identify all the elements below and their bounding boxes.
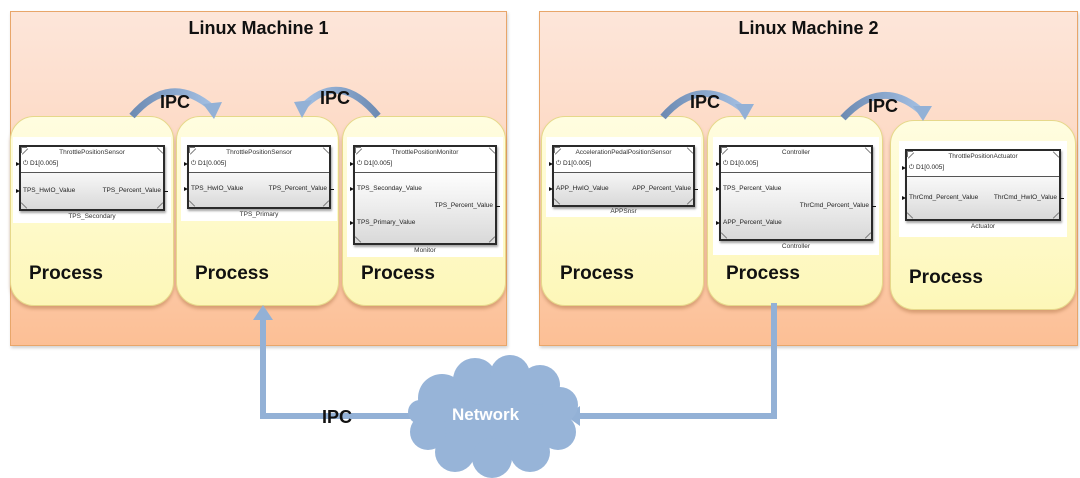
simulink-block-wrapper: ThrottlePositionSensor ⏻ D1[0.005] TPS_H… xyxy=(181,137,337,221)
process-controller[interactable]: Controller ⏻ D1[0.005] TPS_Percent_Value… xyxy=(707,116,883,306)
output-port: APP_Percent_Value xyxy=(632,185,698,192)
block-caption: APPSnsr xyxy=(610,208,637,215)
block-name: ThrottlePositionMonitor xyxy=(391,149,459,156)
input-port: ThrCmd_Percent_Value xyxy=(901,194,979,201)
machine-title: Linux Machine 1 xyxy=(188,18,329,38)
block-name: Controller xyxy=(781,149,811,156)
block-name: ThrottlePositionActuator xyxy=(948,153,1018,160)
corner-mark xyxy=(721,233,727,239)
output-port: ThrCmd_HwIO_Value xyxy=(993,194,1065,201)
network-ipc-label: IPC xyxy=(322,407,353,427)
input-port: TPS_HwIO_Value xyxy=(15,187,76,194)
simulink-block-throttle-position-sensor[interactable]: ThrottlePositionSensor ⏻ D1[0.005] TPS_H… xyxy=(183,145,335,209)
input-port: TPS_Primary_Value xyxy=(349,219,416,226)
block-name: ThrottlePositionSensor xyxy=(226,149,292,156)
corner-mark xyxy=(489,147,495,153)
clock-icon: ⏻ xyxy=(23,160,30,167)
corner-mark xyxy=(157,147,163,153)
simulink-block-acceleration-pedal-position-sensor[interactable]: AccelerationPedalPositionSensor ⏻ D1[0.0… xyxy=(548,145,698,207)
linux-machine-1: Linux Machine 1 ThrottlePositionSensor ⏻… xyxy=(10,11,507,346)
clock-icon: ⏻ xyxy=(723,160,730,167)
simulink-block-wrapper: ThrottlePositionSensor ⏻ D1[0.005] TPS_H… xyxy=(13,137,171,223)
simulink-block-throttle-position-sensor[interactable]: ThrottlePositionSensor ⏻ D1[0.005] TPS_H… xyxy=(15,145,169,211)
corner-mark xyxy=(21,203,27,209)
clock-icon: ⏻ xyxy=(556,160,563,167)
corner-mark xyxy=(1053,151,1059,157)
clock-port: ⏻ D1[0.005] xyxy=(183,160,227,167)
simulink-block-wrapper: ThrottlePositionMonitor ⏻ D1[0.005] TPS_… xyxy=(347,137,503,257)
corner-mark xyxy=(21,147,27,153)
corner-mark xyxy=(323,147,329,153)
corner-mark xyxy=(554,147,560,153)
process-label: Process xyxy=(361,263,435,284)
output-port: TPS_Percent_Value xyxy=(434,202,501,209)
input-port: APP_Percent_Value xyxy=(716,219,782,226)
process-label: Process xyxy=(29,263,103,284)
clock-icon: ⏻ xyxy=(357,160,364,167)
arrowhead-into-cloud xyxy=(566,406,580,426)
simulink-block-wrapper: Controller ⏻ D1[0.005] TPS_Percent_Value… xyxy=(713,137,879,255)
corner-mark xyxy=(189,201,195,207)
ipc-label: IPC xyxy=(690,92,721,112)
clock-port: ⏻ D1[0.005] xyxy=(548,160,592,167)
process-tps-secondary[interactable]: ThrottlePositionSensor ⏻ D1[0.005] TPS_H… xyxy=(10,116,174,306)
output-port: ThrCmd_Percent_Value xyxy=(799,202,877,209)
block-caption: Actuator xyxy=(970,223,996,230)
corner-mark xyxy=(189,147,195,153)
clock-port: ⏻ D1[0.005] xyxy=(715,160,759,167)
process-actuator[interactable]: ThrottlePositionActuator ⏻ D1[0.005] Thr… xyxy=(890,120,1076,310)
simulink-block-throttle-position-actuator[interactable]: ThrottlePositionActuator ⏻ D1[0.005] Thr… xyxy=(901,149,1065,221)
corner-mark xyxy=(157,203,163,209)
block-name: ThrottlePositionSensor xyxy=(59,149,125,156)
clock-port: ⏻ D1[0.005] xyxy=(349,160,393,167)
ipc-label: IPC xyxy=(868,96,899,116)
corner-mark xyxy=(355,237,361,243)
process-app-sensor[interactable]: AccelerationPedalPositionSensor ⏻ D1[0.0… xyxy=(541,116,704,306)
block-caption: TPS_Primary xyxy=(239,211,279,218)
process-label: Process xyxy=(560,263,634,284)
block-name: AccelerationPedalPositionSensor xyxy=(575,149,672,156)
input-port: TPS_HwIO_Value xyxy=(183,185,244,192)
linux-machine-2: Linux Machine 2 AccelerationPedalPositio… xyxy=(539,11,1078,346)
machine-title: Linux Machine 2 xyxy=(738,18,879,38)
corner-mark xyxy=(687,147,693,153)
simulink-block-wrapper: ThrottlePositionActuator ⏻ D1[0.005] Thr… xyxy=(899,141,1067,237)
clock-port: ⏻ D1[0.005] xyxy=(15,160,59,167)
input-port: TPS_Seconday_Value xyxy=(350,185,422,192)
process-monitor[interactable]: ThrottlePositionMonitor ⏻ D1[0.005] TPS_… xyxy=(342,116,506,306)
corner-mark xyxy=(865,233,871,239)
clock-icon: ⏻ xyxy=(191,160,198,167)
process-label: Process xyxy=(909,267,983,288)
block-caption: TPS_Secondary xyxy=(68,213,116,220)
process-label: Process xyxy=(195,263,269,284)
corner-mark xyxy=(1053,213,1059,219)
process-tps-primary[interactable]: ThrottlePositionSensor ⏻ D1[0.005] TPS_H… xyxy=(176,116,339,306)
block-caption: Controller xyxy=(781,243,811,250)
ipc-label: IPC xyxy=(160,92,191,112)
simulink-block-controller[interactable]: Controller ⏻ D1[0.005] TPS_Percent_Value… xyxy=(715,145,877,241)
ipc-label: IPC xyxy=(320,88,351,108)
corner-mark xyxy=(323,201,329,207)
corner-mark xyxy=(687,199,693,205)
process-label: Process xyxy=(726,263,800,284)
clock-port: ⏻ D1[0.005] xyxy=(901,164,945,171)
corner-mark xyxy=(554,199,560,205)
input-port: TPS_Percent_Value xyxy=(715,185,782,192)
simulink-block-wrapper: AccelerationPedalPositionSensor ⏻ D1[0.0… xyxy=(546,137,701,217)
corner-mark xyxy=(907,213,913,219)
input-port: APP_HwIO_Value xyxy=(549,185,609,192)
corner-mark xyxy=(865,147,871,153)
clock-icon: ⏻ xyxy=(909,164,916,171)
corner-mark xyxy=(721,147,727,153)
corner-mark xyxy=(355,147,361,153)
output-port: TPS_Percent_Value xyxy=(102,187,169,194)
simulink-block-throttle-position-monitor[interactable]: ThrottlePositionMonitor ⏻ D1[0.005] TPS_… xyxy=(349,145,501,245)
output-port: TPS_Percent_Value xyxy=(268,185,335,192)
corner-mark xyxy=(489,237,495,243)
network-label: Network xyxy=(452,405,520,424)
block-caption: Monitor xyxy=(414,247,436,254)
corner-mark xyxy=(907,151,913,157)
